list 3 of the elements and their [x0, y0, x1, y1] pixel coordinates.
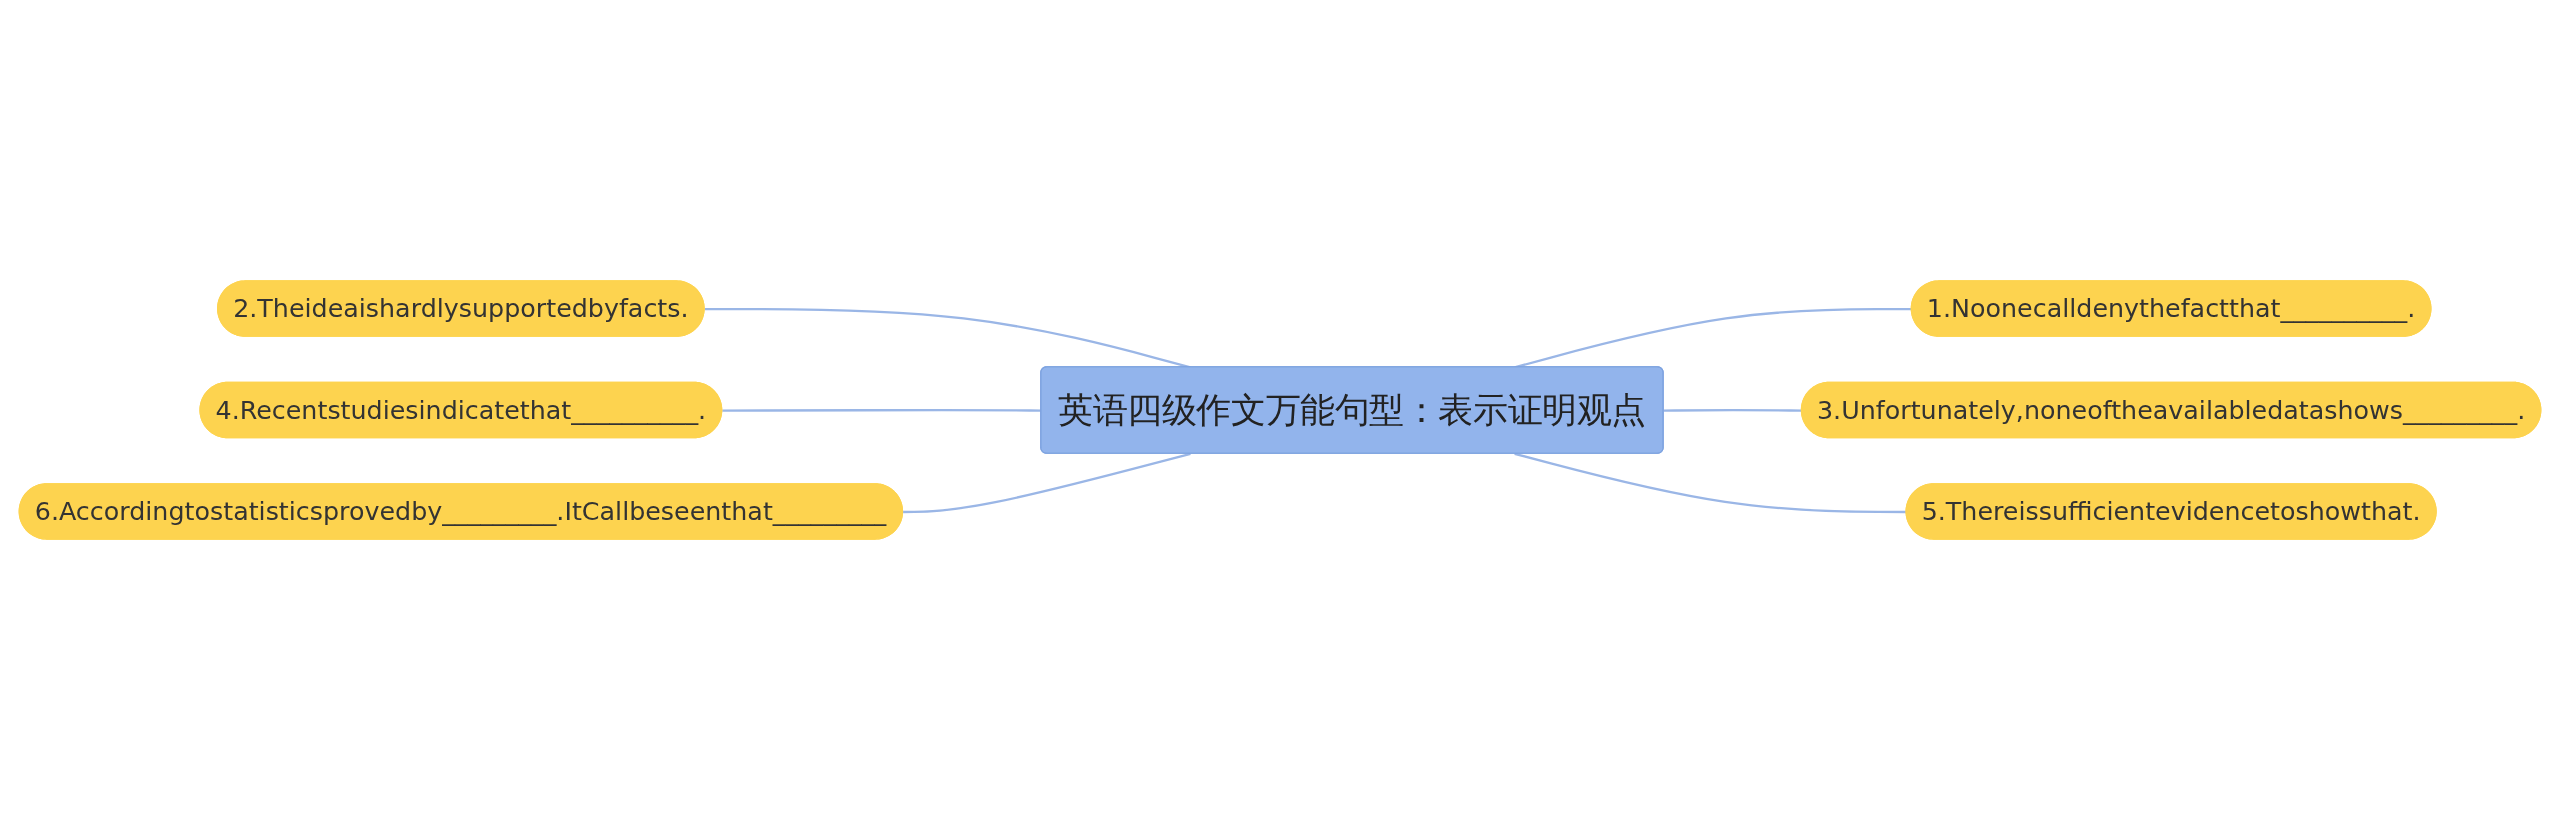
connector: [1514, 452, 1907, 513]
connector: [903, 452, 1191, 513]
connector: [1663, 408, 1803, 412]
